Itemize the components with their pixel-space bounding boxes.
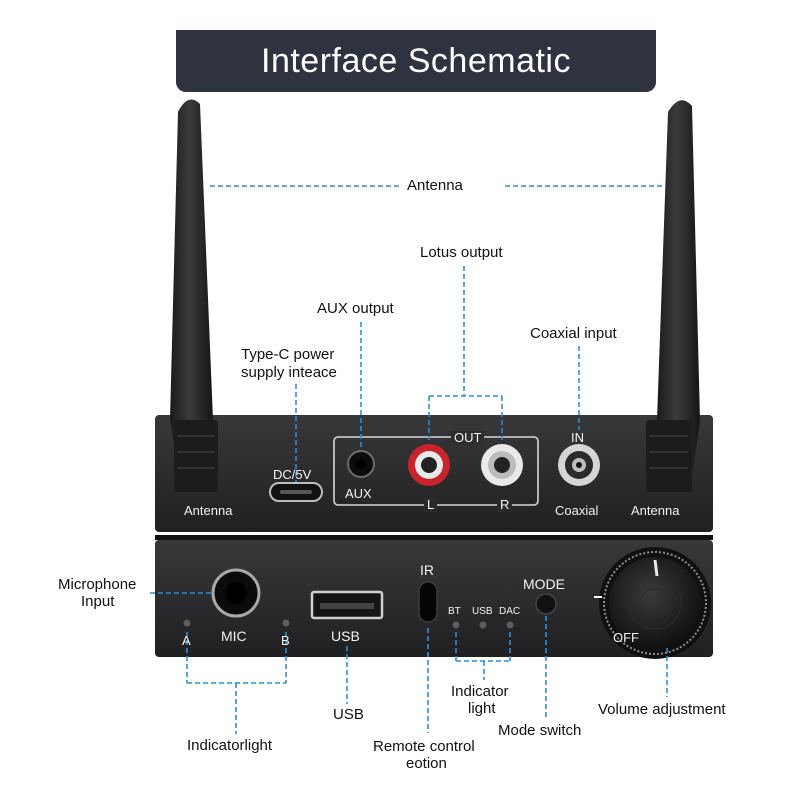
callout-mode-switch: Mode switch: [498, 722, 582, 739]
front-label-a: A: [182, 633, 191, 648]
front-label-mic: MIC: [221, 628, 247, 644]
leader-lines: [150, 185, 668, 734]
back-label-l: L: [424, 498, 438, 512]
callout-microphone-line2: Input: [81, 593, 115, 610]
front-label-mode: MODE: [523, 576, 565, 592]
rca-jack-icon: [558, 444, 600, 486]
front-label-bt: BT: [448, 606, 461, 617]
back-label-antenna-right: Antenna: [631, 503, 680, 518]
callout-remote-line1: Remote control: [373, 738, 475, 755]
mic-jack: [211, 568, 261, 618]
front-label-b: B: [281, 633, 290, 648]
callout-indicator-light-line1: Indicator: [451, 683, 509, 700]
callout-aux-output: AUX output: [317, 300, 394, 317]
volume-knob-icon: [594, 547, 711, 659]
indicator-led-a: [183, 619, 191, 627]
callout-usb: USB: [333, 706, 364, 723]
indicator-led-dac: [506, 621, 514, 629]
front-label-usb: USB: [331, 628, 360, 644]
page-title: Interface Schematic: [261, 42, 571, 80]
antenna-icon: [646, 100, 700, 492]
front-label-off: OFF: [613, 630, 639, 645]
callout-indicator-light-line2: light: [468, 700, 496, 717]
mode-button: [535, 593, 557, 615]
callout-antenna: Antenna: [407, 177, 463, 194]
rca-jack-icon: [408, 444, 450, 486]
indicator-led-bt: [452, 621, 460, 629]
callout-volume-adjustment: Volume adjustment: [598, 701, 726, 718]
callout-microphone-line1: Microphone: [58, 576, 137, 593]
back-label-r: R: [497, 498, 513, 512]
title-banner: [176, 30, 656, 92]
back-label-coaxial: Coaxial: [555, 503, 599, 518]
callout-remote-line2: eotion: [406, 755, 447, 772]
callout-type-c-line2: supply inteace: [241, 364, 337, 381]
ir-receiver-window: [418, 581, 438, 623]
back-label-dc: DC/5V: [273, 467, 312, 482]
aux-jack: [347, 450, 375, 478]
antenna-icon: [170, 99, 218, 492]
back-label-aux: AUX: [345, 486, 372, 501]
rca-jack-icon: [481, 444, 523, 486]
back-label-in: IN: [571, 430, 584, 445]
callout-type-c-line1: Type-C power: [241, 346, 335, 363]
indicator-led-b: [282, 619, 290, 627]
front-label-dac: DAC: [499, 606, 521, 617]
callout-lotus-output: Lotus output: [420, 244, 503, 261]
front-label-usb-led: USB: [472, 606, 493, 617]
front-label-ir: IR: [420, 562, 434, 578]
callout-indicatorlight: Indicatorlight: [187, 737, 273, 754]
indicator-led-usb: [479, 621, 487, 629]
callout-coaxial-input: Coaxial input: [530, 325, 617, 342]
back-label-antenna-left: Antenna: [184, 503, 233, 518]
back-label-out: OUT: [451, 431, 485, 445]
usb-port-icon: [310, 590, 384, 620]
